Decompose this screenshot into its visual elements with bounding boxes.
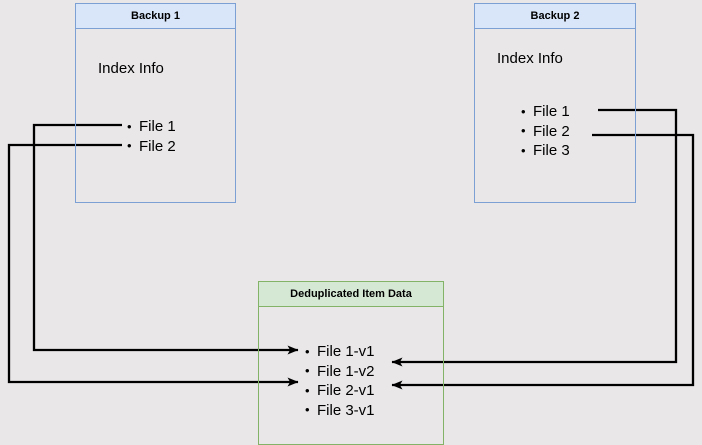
backup2-file-item[interactable]: File 1 bbox=[521, 102, 570, 122]
backup1-box[interactable]: Backup 1 bbox=[75, 3, 236, 203]
backup2-box[interactable]: Backup 2 bbox=[474, 3, 636, 203]
backup1-file-item[interactable]: File 2 bbox=[127, 136, 176, 157]
backup2-file-item[interactable]: File 3 bbox=[521, 141, 570, 161]
backup1-file-list: File 1 File 2 bbox=[127, 117, 176, 156]
dedup-item[interactable]: File 2-v1 bbox=[305, 381, 375, 401]
dedup-item-list: File 1-v1 File 1-v2 File 2-v1 File 3-v1 bbox=[305, 342, 375, 420]
backup1-index-label: Index Info bbox=[98, 60, 164, 77]
backup2-index-label: Index Info bbox=[497, 50, 563, 67]
connector-backup1-file2 bbox=[7, 143, 299, 387]
backup2-file-item[interactable]: File 2 bbox=[521, 121, 570, 142]
backup2-title: Backup 2 bbox=[475, 4, 635, 29]
connector-backup2-file1 bbox=[391, 108, 678, 367]
connector-backup2-file2 bbox=[391, 133, 695, 390]
dedup-title: Deduplicated Item Data bbox=[259, 282, 443, 307]
dedup-item[interactable]: File 1-v2 bbox=[305, 361, 375, 382]
dedup-item[interactable]: File 1-v1 bbox=[305, 342, 375, 362]
backup2-file-list: File 1 File 2 File 3 bbox=[521, 102, 570, 161]
dedup-item[interactable]: File 3-v1 bbox=[305, 400, 375, 421]
backup1-title: Backup 1 bbox=[76, 4, 235, 29]
connector-backup1-file1 bbox=[32, 123, 299, 355]
backup1-file-item[interactable]: File 1 bbox=[127, 117, 176, 137]
